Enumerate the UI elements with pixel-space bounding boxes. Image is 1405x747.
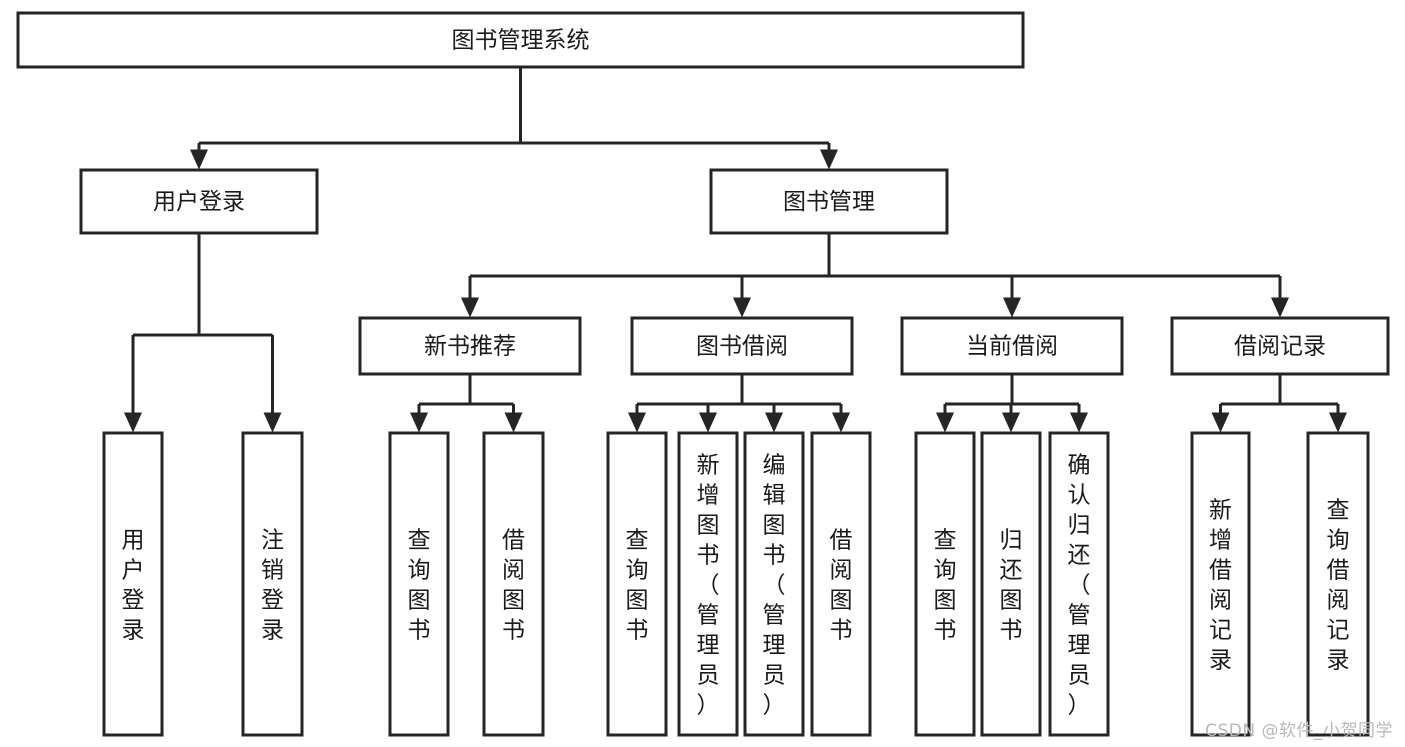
node-label: 当前借阅 [966, 334, 1058, 360]
node-label: 确认归还（管理员） [1068, 452, 1091, 718]
node-label: 图书借阅 [696, 334, 788, 360]
node-label: 图书管理系统 [452, 28, 590, 54]
node-label: 用户登录 [153, 189, 245, 215]
arrow-head-icon [699, 412, 717, 433]
flow-node-leaf-query-book-3[interactable]: 查询图书 [914, 431, 976, 737]
node-label: 用户登录 [122, 527, 145, 643]
flow-node-leaf-add-record[interactable]: 新增借阅记录 [1190, 431, 1251, 737]
node-box [1306, 431, 1370, 737]
node-box [980, 431, 1042, 737]
flow-node-newbook[interactable]: 新书推荐 [358, 316, 582, 376]
node-label: 图书管理 [783, 189, 875, 215]
flow-node-records[interactable]: 借阅记录 [1170, 316, 1390, 376]
arrow-head-icon [504, 412, 523, 433]
arrow-head-icon [936, 412, 954, 433]
flow-node-leaf-confirm-return[interactable]: 确认归还（管理员） [1048, 431, 1110, 737]
node-box [1170, 316, 1390, 376]
node-box [358, 316, 582, 376]
flow-node-leaf-borrow-book-1[interactable]: 借阅图书 [482, 431, 545, 737]
flow-node-current[interactable]: 当前借阅 [900, 316, 1124, 376]
node-box [1190, 431, 1251, 737]
arrow-head-icon [1271, 297, 1289, 318]
node-box [1048, 431, 1110, 737]
flow-node-leaf-user-login[interactable]: 用户登录 [102, 431, 164, 737]
flow-node-root[interactable]: 图书管理系统 [16, 11, 1025, 69]
node-box [914, 431, 976, 737]
node-label: 借阅图书 [502, 527, 525, 643]
arrow-head-icon [832, 412, 850, 433]
flow-node-leaf-borrow-book-2[interactable]: 借阅图书 [810, 431, 872, 737]
arrow-head-icon [1211, 412, 1230, 433]
node-box [709, 168, 949, 235]
node-label: 编辑图书（管理员） [763, 452, 786, 718]
arrow-head-icon [124, 412, 142, 433]
flow-node-leaf-query-book-1[interactable]: 查询图书 [388, 431, 450, 737]
node-box [79, 168, 319, 235]
node-label: 查询图书 [934, 527, 957, 643]
node-box [810, 431, 872, 737]
arrow-head-icon [410, 412, 428, 433]
arrow-head-icon [1070, 412, 1088, 433]
node-label: 注销登录 [261, 527, 284, 643]
arrow-head-icon [461, 297, 479, 318]
node-box [482, 431, 545, 737]
node-label: 新书推荐 [424, 334, 516, 360]
node-label: 查询图书 [626, 527, 649, 643]
flow-node-leaf-edit-book[interactable]: 编辑图书（管理员） [743, 431, 805, 737]
flow-node-leaf-user-logout[interactable]: 注销登录 [241, 431, 304, 737]
arrow-head-icon [733, 297, 751, 318]
edge-layer [124, 67, 1347, 433]
flow-node-bookmgmt[interactable]: 图书管理 [709, 168, 949, 235]
node-box [677, 431, 739, 737]
node-label: 借阅图书 [830, 527, 853, 643]
arrow-head-icon [765, 412, 783, 433]
node-label: 归还图书 [1000, 527, 1023, 643]
flow-node-borrow[interactable]: 图书借阅 [630, 316, 854, 376]
node-label: 查询借阅记录 [1327, 497, 1350, 673]
node-label: 借阅记录 [1234, 334, 1326, 360]
node-label: 新增图书（管理员） [697, 452, 720, 718]
flow-node-login[interactable]: 用户登录 [79, 168, 319, 235]
arrow-head-icon [1003, 297, 1021, 318]
arrow-head-icon [190, 149, 208, 170]
arrow-head-icon [820, 149, 838, 170]
node-box [16, 11, 1025, 69]
node-layer: 图书管理系统用户登录图书管理新书推荐图书借阅当前借阅借阅记录用户登录注销登录查询… [16, 11, 1390, 737]
node-box [241, 431, 304, 737]
node-box [388, 431, 450, 737]
arrow-head-icon [263, 412, 282, 433]
node-box [102, 431, 164, 737]
arrow-head-icon [1329, 412, 1347, 433]
flow-node-leaf-query-record[interactable]: 查询借阅记录 [1306, 431, 1370, 737]
arrow-head-icon [628, 412, 646, 433]
node-label: 新增借阅记录 [1209, 497, 1232, 673]
node-box [606, 431, 668, 737]
arrow-head-icon [1002, 412, 1020, 433]
flow-node-leaf-add-book[interactable]: 新增图书（管理员） [677, 431, 739, 737]
flow-node-leaf-return-book[interactable]: 归还图书 [980, 431, 1042, 737]
node-box [900, 316, 1124, 376]
node-box [743, 431, 805, 737]
node-label: 查询图书 [408, 527, 431, 643]
flow-node-leaf-query-book-2[interactable]: 查询图书 [606, 431, 668, 737]
node-box [630, 316, 854, 376]
